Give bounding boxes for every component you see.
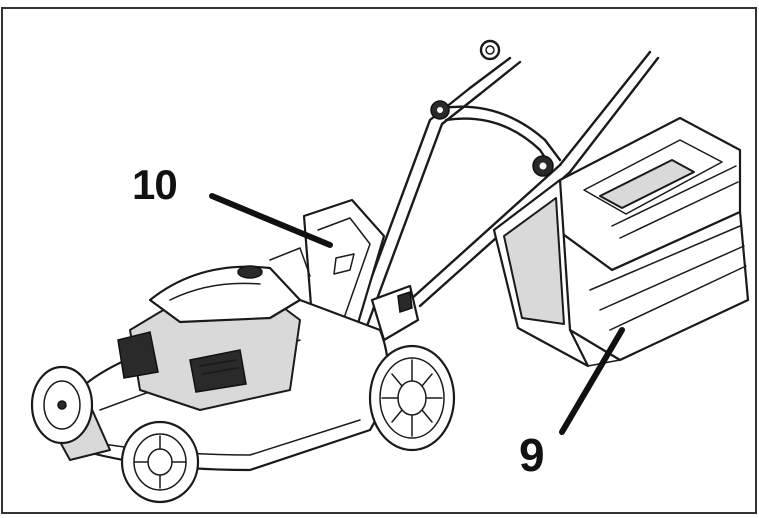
callout-label-10: 10 [132,161,178,208]
leader-line-9 [559,327,625,435]
callout-label-9: 9 [519,429,545,481]
diagram-border [1,7,757,514]
front-left-wheel [30,365,94,445]
handle-knob-lower [532,155,554,177]
leader-line-10 [209,193,333,248]
handle-assembly [350,39,660,342]
rear-flap [302,198,386,332]
rear-right-wheel [368,344,456,452]
front-right-wheel [120,420,200,504]
handle-knob-upper [430,100,450,120]
grass-catcher-bag [492,116,750,368]
handle-loop-icon [479,39,501,61]
